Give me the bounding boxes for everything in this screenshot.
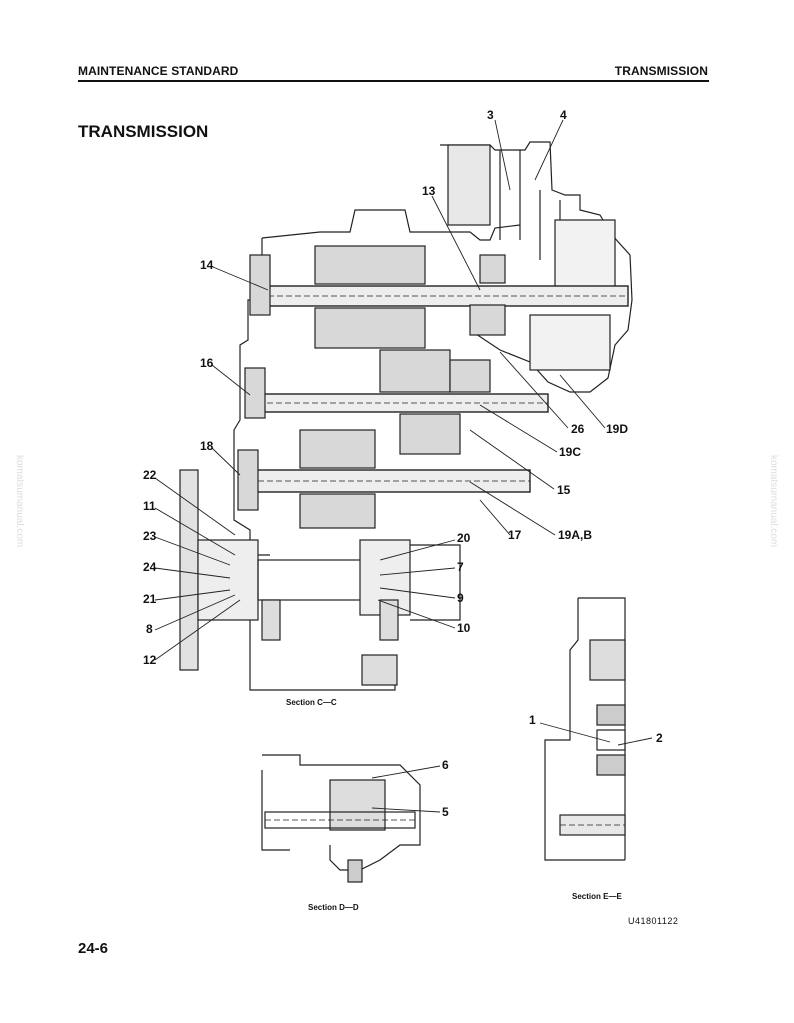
callout-26: 26 xyxy=(571,422,585,436)
callout-2: 2 xyxy=(656,731,663,745)
callout-19ab: 19A,B xyxy=(558,528,593,542)
header-right: TRANSMISSION xyxy=(614,64,708,78)
callout-19c: 19C xyxy=(559,445,582,459)
callout-22: 22 xyxy=(143,468,157,482)
watermark-right: komatsumanual.com xyxy=(768,455,779,548)
watermark-left: komatsumanual.com xyxy=(14,455,25,548)
callout-20: 20 xyxy=(457,531,471,545)
main-housing xyxy=(233,141,633,556)
callout-6: 6 xyxy=(442,758,449,772)
output-section xyxy=(179,469,461,691)
callout-10: 10 xyxy=(457,621,471,635)
page-number: 24-6 xyxy=(78,940,109,957)
callout-5: 5 xyxy=(442,805,449,819)
figure-id: U41801122 xyxy=(628,916,679,926)
callout-18: 18 xyxy=(200,439,214,453)
callout-12: 12 xyxy=(143,653,157,667)
leader-lines xyxy=(154,119,653,813)
callout-3: 3 xyxy=(487,108,494,122)
callout-24: 24 xyxy=(143,560,157,574)
header-rule xyxy=(78,80,709,82)
caption-section-dd: Section D—D xyxy=(308,903,359,912)
callout-11: 11 xyxy=(143,499,156,513)
callout-23: 23 xyxy=(143,529,157,543)
callout-17: 17 xyxy=(508,528,522,542)
caption-section-cc: Section C—C xyxy=(286,698,337,707)
callout-1: 1 xyxy=(529,713,536,727)
page-title: TRANSMISSION xyxy=(78,122,209,141)
callout-21: 21 xyxy=(143,592,157,606)
header-left: MAINTENANCE STANDARD xyxy=(78,64,239,78)
gear-packs xyxy=(237,245,506,529)
callout-8: 8 xyxy=(146,622,153,636)
callout-19d: 19D xyxy=(606,422,629,436)
section-ee-drawing xyxy=(544,597,626,861)
section-dd-drawing xyxy=(261,754,421,883)
callout-15: 15 xyxy=(557,483,571,497)
callout-16: 16 xyxy=(200,356,214,370)
callout-4: 4 xyxy=(560,108,567,122)
caption-section-ee: Section E—E xyxy=(572,892,622,901)
callout-7: 7 xyxy=(457,560,464,574)
callout-9: 9 xyxy=(457,591,464,605)
callout-13: 13 xyxy=(422,184,436,198)
callout-14: 14 xyxy=(200,258,214,272)
